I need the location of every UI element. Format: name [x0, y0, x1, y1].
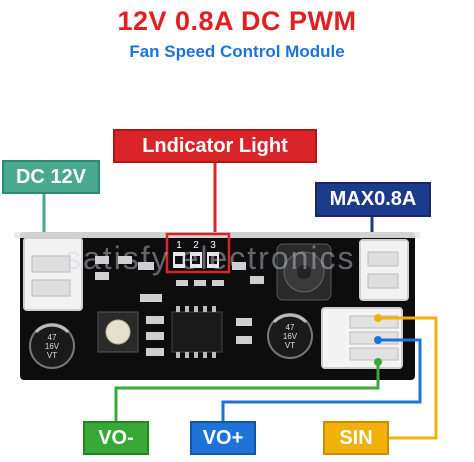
- sin-label: SIN: [323, 421, 389, 455]
- svg-text:16V: 16V: [283, 332, 298, 341]
- max-current-label: MAX0.8A: [315, 182, 431, 217]
- svg-text:47: 47: [286, 323, 295, 332]
- vo-minus-wire: [114, 362, 380, 421]
- svg-text:47: 47: [48, 333, 57, 342]
- led-number-2: 2: [193, 240, 199, 251]
- dc-12v-label: DC 12V: [2, 160, 100, 194]
- product-subtitle: Fan Speed Control Module: [129, 42, 345, 61]
- sin-wire: [378, 316, 438, 440]
- led-number-3: 3: [210, 240, 216, 251]
- left-connector-pin2: [31, 279, 71, 297]
- vo-plus-label: VO+: [190, 421, 256, 455]
- product-title: 12V 0.8A DC PWM: [117, 6, 357, 36]
- led-highlight-box: [165, 232, 231, 274]
- vo-minus-label: VO-: [83, 421, 149, 455]
- left-connector-pin1: [31, 255, 71, 273]
- svg-text:16V: 16V: [45, 342, 60, 351]
- led-number-1: 1: [176, 240, 182, 251]
- svg-text:VT: VT: [47, 351, 57, 360]
- indicator-light-label: Lndicator Light: [113, 129, 317, 163]
- ic-chip: [171, 311, 223, 353]
- watermark-text: satisfy electronics: [65, 240, 356, 276]
- right-connector: [359, 239, 409, 301]
- vo-plus-wire: [221, 338, 422, 421]
- svg-text:VT: VT: [285, 341, 295, 350]
